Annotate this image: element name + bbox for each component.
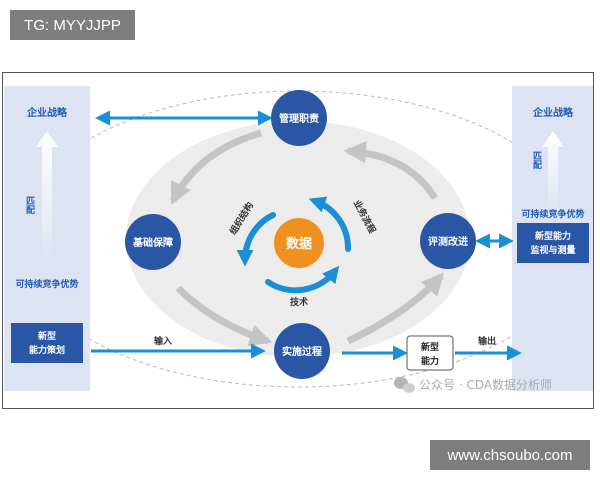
right-match-label: 匹配	[531, 151, 542, 170]
left-plan-line1: 新型	[38, 330, 56, 342]
right-up-arrow-icon	[542, 131, 564, 213]
new-capability-line1: 新型	[421, 341, 439, 353]
node-management-label: 管理职责	[279, 112, 319, 125]
grey-arrow-bottom-right	[346, 272, 444, 345]
right-monitor-line1: 新型能力	[535, 230, 571, 242]
grey-arrow-left-bottom	[175, 285, 273, 347]
watermark-bottom: www.chsoubo.com	[430, 440, 590, 470]
grey-arrow-top-left	[169, 129, 262, 206]
blue-flow-arrows	[91, 110, 522, 361]
process-diagram: 企业战略 匹配 可持续竞争优势 新型 能力策划 企业战略 匹配 可持续竞争优势 …	[4, 86, 593, 393]
technology-label: 技术	[290, 296, 308, 308]
left-strategy-label: 企业战略	[26, 106, 68, 119]
cycle-arrow-org	[236, 212, 276, 267]
input-label: 输入	[154, 335, 172, 347]
node-foundation	[125, 214, 181, 270]
left-up-arrow-icon	[36, 131, 58, 263]
node-management	[271, 90, 327, 146]
right-strategy-label: 企业战略	[532, 106, 574, 119]
left-advantage-label: 可持续竞争优势	[15, 278, 78, 290]
wechat-watermark: 公众号 · CDA数据分析师	[394, 377, 552, 393]
left-panel: 企业战略 匹配 可持续竞争优势 新型 能力策划	[4, 86, 90, 391]
node-evaluation	[420, 213, 476, 269]
right-monitor-line2: 监视与测量	[530, 244, 575, 256]
cycle-arrow-process	[308, 196, 352, 252]
left-match-label: 匹配	[24, 196, 35, 215]
wechat-watermark-text: 公众号 · CDA数据分析师	[419, 377, 552, 392]
grey-arrow-right-top	[343, 141, 438, 200]
grey-cycle-arrows	[169, 129, 444, 347]
right-panel: 企业战略 匹配 可持续竞争优势 新型能力 监视与测量	[512, 86, 593, 391]
right-monitor-box	[517, 223, 589, 263]
left-plan-box	[11, 323, 83, 363]
node-implementation	[274, 323, 330, 379]
output-label: 输出	[478, 335, 496, 347]
left-plan-line2: 能力策划	[29, 344, 65, 356]
new-capability-line2: 能力	[421, 355, 439, 367]
data-node-label: 数据	[286, 236, 312, 252]
central-cycle	[236, 196, 352, 294]
node-foundation-label: 基础保障	[132, 236, 173, 249]
diagram-frame: 企业战略 匹配 可持续竞争优势 新型 能力策划 企业战略 匹配 可持续竞争优势 …	[2, 72, 594, 409]
data-node	[274, 218, 324, 268]
right-advantage-label: 可持续竞争优势	[521, 208, 584, 220]
watermark-top: TG: MYYJJPP	[10, 10, 135, 40]
node-evaluation-label: 评测改进	[428, 235, 468, 248]
node-implementation-label: 实施过程	[282, 345, 322, 358]
wechat-icon	[394, 377, 415, 393]
cycle-arrow-tech	[265, 265, 340, 294]
new-capability-box	[406, 335, 454, 371]
